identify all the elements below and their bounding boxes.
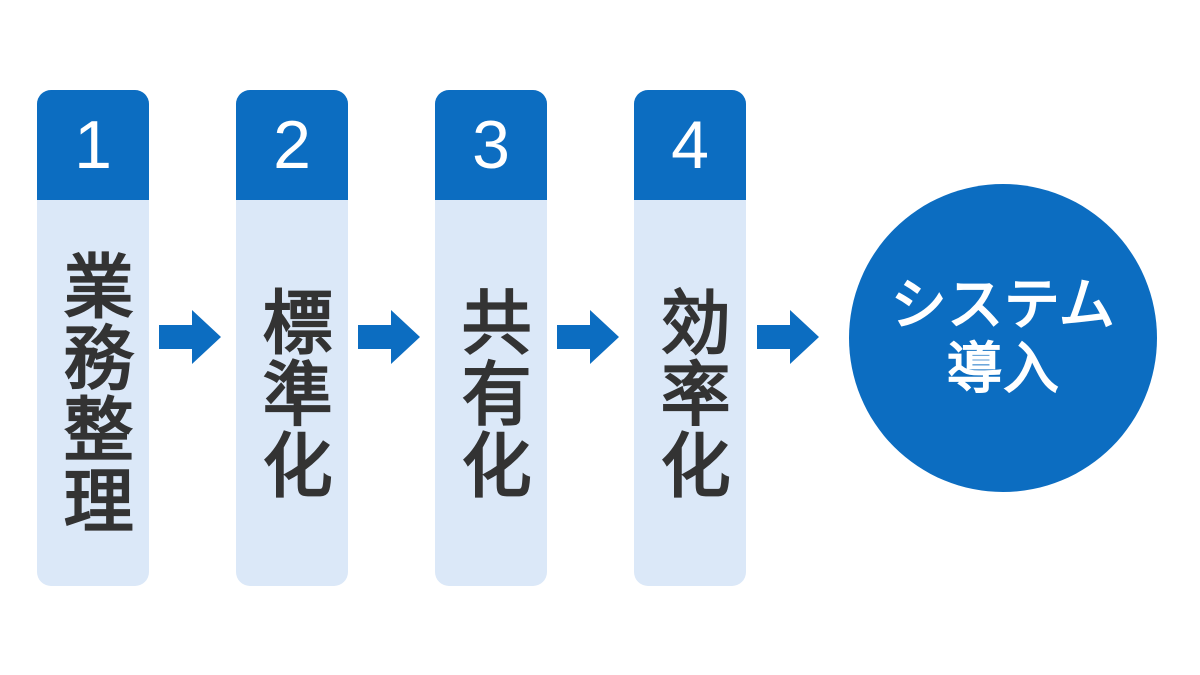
step-card-4-label: 効率化 xyxy=(649,285,732,501)
step-card-4-number: 4 xyxy=(671,107,709,183)
step-card-2-number: 2 xyxy=(273,107,311,183)
step-card-1-body: 業務整理 xyxy=(37,200,149,586)
step-card-1-header: 1 xyxy=(37,90,149,200)
step-card-1-label: 業務整理 xyxy=(52,250,135,536)
step-card-3-header: 3 xyxy=(435,90,547,200)
step-card-2[interactable]: 2 標準化 xyxy=(236,90,348,586)
goal-circle-text: システム 導入 xyxy=(891,274,1116,402)
step-card-2-body: 標準化 xyxy=(236,200,348,586)
right-arrow-icon xyxy=(358,306,420,368)
step-card-2-label: 標準化 xyxy=(251,285,334,501)
goal-circle[interactable]: システム 導入 xyxy=(849,184,1157,492)
right-arrow-icon xyxy=(557,306,619,368)
step-card-4-header: 4 xyxy=(634,90,746,200)
right-arrow-icon xyxy=(159,306,221,368)
step-card-2-header: 2 xyxy=(236,90,348,200)
step-card-3-label: 共有化 xyxy=(450,285,533,501)
step-card-3[interactable]: 3 共有化 xyxy=(435,90,547,586)
step-card-3-body: 共有化 xyxy=(435,200,547,586)
right-arrow-icon xyxy=(757,306,819,368)
step-card-4[interactable]: 4 効率化 xyxy=(634,90,746,586)
step-card-4-body: 効率化 xyxy=(634,200,746,586)
goal-circle-line-1: システム xyxy=(890,273,1116,339)
step-card-3-number: 3 xyxy=(472,107,510,183)
goal-circle-line-2: 導入 xyxy=(946,337,1060,402)
step-card-1-number: 1 xyxy=(74,107,112,183)
step-card-1[interactable]: 1 業務整理 xyxy=(37,90,149,586)
